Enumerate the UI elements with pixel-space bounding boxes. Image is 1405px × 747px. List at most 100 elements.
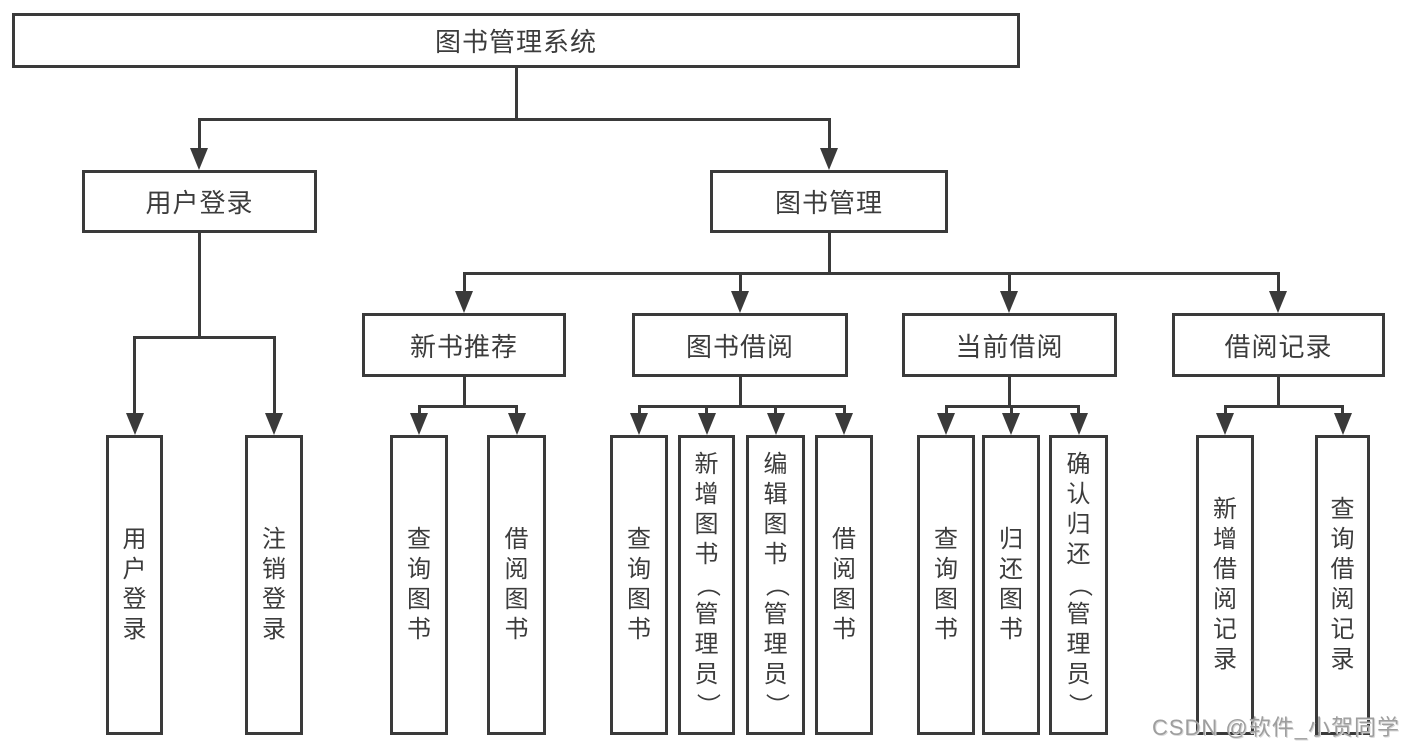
vertical-label-char: ） <box>693 693 721 717</box>
leaf-add-books-admin: 新增图书 （ 管理员 ） <box>678 435 735 735</box>
vertical-label-char: 借 <box>1213 556 1237 583</box>
vertical-label-char: 管 <box>694 601 719 628</box>
vertical-label-char: 书 <box>694 541 719 568</box>
vertical-label-char: 新 <box>694 451 719 478</box>
vertical-label-char: 归 <box>999 526 1023 553</box>
vertical-label-char: 阅 <box>504 556 529 583</box>
arrowhead-book-management <box>820 148 838 170</box>
vertical-label-char: 录 <box>1213 646 1237 673</box>
vertical-label-char: 书 <box>504 616 529 643</box>
connector-drop-return-books <box>1009 405 1013 417</box>
connector-borrow-rail <box>637 405 846 408</box>
connector-book-management-stem <box>827 233 831 272</box>
connector-drop-query-books-2 <box>637 405 641 417</box>
leaf-logout-login: 注销登录 <box>245 435 303 735</box>
vertical-label-char: 书 <box>407 616 431 643</box>
vertical-label-char: 询 <box>1330 526 1355 553</box>
vertical-label-char: 图 <box>694 511 719 538</box>
vertical-label-char: 图 <box>504 586 529 613</box>
vertical-label-char: 销 <box>262 556 286 583</box>
vertical-label-char: 录 <box>262 616 286 643</box>
connector-drop-edit-books <box>774 405 777 417</box>
arrowhead-book-borrow <box>731 291 749 313</box>
connector-records-rail <box>1223 405 1344 408</box>
node-library-management-system: 图书管理系统 <box>12 13 1020 68</box>
arrowhead-query-books-3 <box>937 413 955 435</box>
vertical-label-char: 查 <box>407 526 431 553</box>
connector-book-management-rail <box>462 272 1280 275</box>
node-borrow-records: 借阅记录 <box>1172 313 1385 377</box>
connector-drop-leaf-user-login <box>133 336 136 415</box>
vertical-label-char: 借 <box>1330 556 1355 583</box>
leaf-return-books: 归还图书 <box>982 435 1040 735</box>
vertical-label-char: 查 <box>627 526 651 553</box>
vertical-label-char: 书 <box>763 541 788 568</box>
vertical-label-char: 理 <box>694 631 719 658</box>
vertical-label-char: ） <box>762 693 790 717</box>
vertical-label-char: 员 <box>1066 661 1091 688</box>
arrowhead-leaf-user-login <box>125 413 144 435</box>
vertical-label-char: 阅 <box>832 556 856 583</box>
node-current-borrow: 当前借阅 <box>902 313 1117 377</box>
vertical-label-char: 图 <box>934 586 958 613</box>
node-book-management: 图书管理 <box>710 170 948 233</box>
vertical-label-char: （ <box>693 573 721 597</box>
vertical-label-char: 记 <box>1330 616 1355 643</box>
connector-drop-query-record <box>1341 405 1344 417</box>
vertical-label-char: 登 <box>262 586 286 613</box>
vertical-label-char: 阅 <box>1330 586 1355 613</box>
arrowhead-query-record <box>1333 413 1352 435</box>
leaf-query-borrow-record: 查询借阅记录 <box>1315 435 1370 735</box>
vertical-label-char: 编 <box>763 451 788 478</box>
vertical-label-char: 理 <box>763 631 788 658</box>
connector-current-stem <box>1007 377 1011 405</box>
vertical-label-char: （ <box>762 573 790 597</box>
vertical-label-char: 图 <box>407 586 431 613</box>
vertical-label-char: 员 <box>694 661 719 688</box>
connector-user-login-rail <box>133 336 276 339</box>
vertical-label-char: 书 <box>832 616 856 643</box>
vertical-label-char: 增 <box>1213 526 1237 553</box>
leaf-edit-books-admin: 编辑图书（管理员） <box>746 435 805 735</box>
arrowhead-query-books-2 <box>630 413 648 435</box>
vertical-label-char: 图 <box>627 586 651 613</box>
connector-recommend-stem <box>462 377 466 405</box>
vertical-label-char: 还 <box>999 556 1023 583</box>
vertical-label-char: 理 <box>1066 631 1091 658</box>
vertical-label-char: 员 <box>763 661 788 688</box>
connector-recommend-rail <box>417 405 518 408</box>
vertical-label-char: 注 <box>262 526 286 553</box>
vertical-label-char: 询 <box>407 556 431 583</box>
leaf-add-borrow-record: 新增借阅记录 <box>1196 435 1254 735</box>
connector-drop-borrow-books-1 <box>515 405 518 417</box>
vertical-label-char: 录 <box>1330 646 1355 673</box>
arrowhead-borrow-books-1 <box>507 413 526 435</box>
connector-drop-borrow-books-2 <box>842 405 846 417</box>
connector-drop-leaf-logout <box>272 336 276 415</box>
connector-drop-book-management <box>827 118 831 152</box>
node-new-book-recommend: 新书推荐 <box>362 313 566 377</box>
connector-root-rail <box>197 118 831 121</box>
vertical-label-char: 图 <box>999 586 1023 613</box>
vertical-label-char: 记 <box>1213 616 1237 643</box>
vertical-label-char: 书 <box>999 616 1023 643</box>
connector-drop-borrow-records <box>1276 272 1280 295</box>
vertical-label-char: 增 <box>694 481 719 508</box>
leaf-query-books-borrow: 查询图书 <box>610 435 668 735</box>
vertical-label-char: 图 <box>763 511 788 538</box>
connector-drop-book-borrow <box>738 272 742 295</box>
vertical-label-char: 询 <box>934 556 958 583</box>
arrowhead-query-books-1 <box>410 413 428 435</box>
vertical-label-char: 借 <box>504 526 529 553</box>
leaf-borrow-books-recommend: 借阅图书 <box>487 435 546 735</box>
vertical-label-char: 查 <box>934 526 958 553</box>
vertical-label-char: （ <box>1065 573 1093 597</box>
connector-borrow-stem <box>738 377 742 405</box>
vertical-label-char: 归 <box>1066 511 1091 538</box>
vertical-label-char: 管 <box>763 601 788 628</box>
connector-drop-current-borrow <box>1007 272 1011 295</box>
vertical-label-char: 录 <box>122 616 147 643</box>
vertical-label-char: 查 <box>1330 496 1355 523</box>
vertical-label-char: 书 <box>934 616 958 643</box>
leaf-query-books-current: 查询图书 <box>917 435 975 735</box>
